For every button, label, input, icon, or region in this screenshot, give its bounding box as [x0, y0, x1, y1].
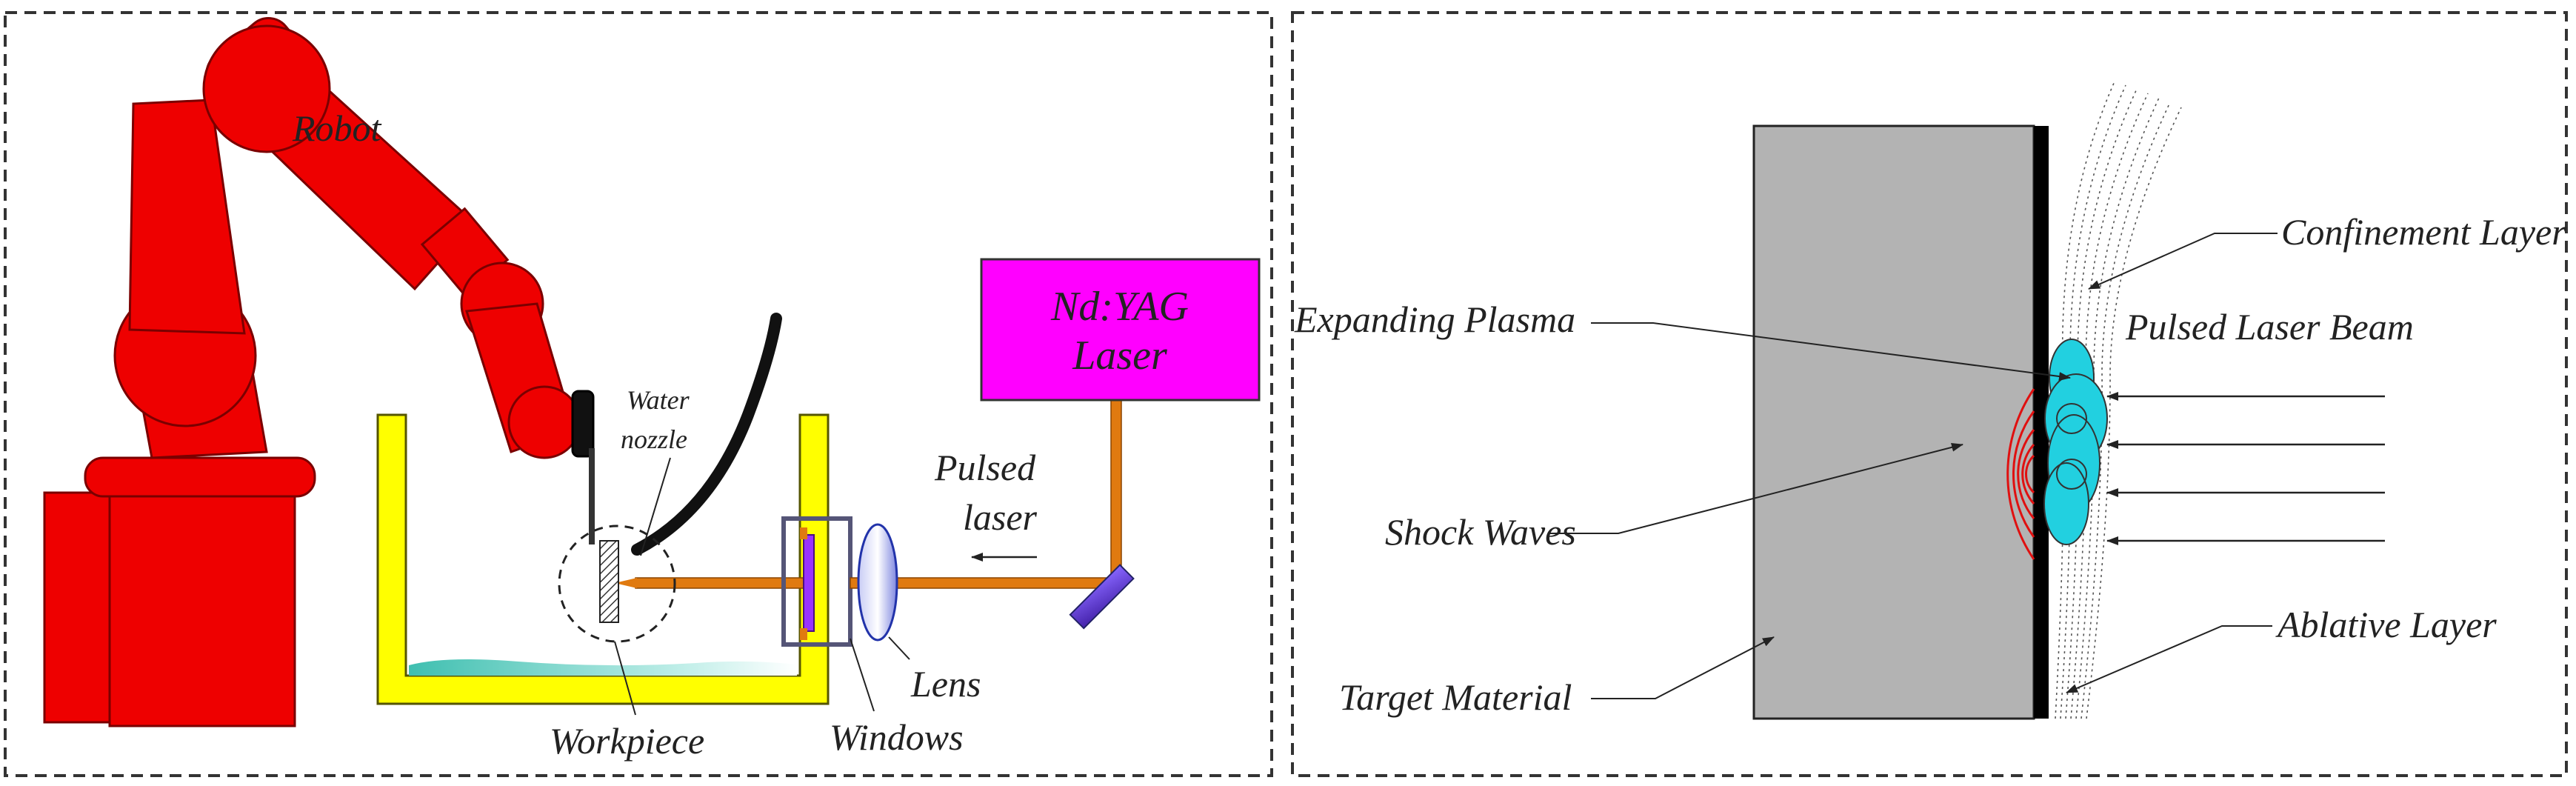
ablative-layer-label: Ablative Layer [2275, 604, 2497, 645]
shock-waves [2006, 388, 2035, 560]
workpiece-leader [614, 641, 636, 716]
water-nozzle-label-line1: Water [627, 385, 690, 415]
water-tank [376, 413, 830, 705]
expanding-plasma-label: Expanding Plasma [1294, 299, 1575, 340]
target-material [1752, 124, 2035, 720]
beam-tip [615, 578, 637, 588]
laser-source-box [980, 258, 1261, 402]
target-material-label: Target Material [1339, 676, 1572, 718]
laser-label-line1: Nd:YAG [1050, 284, 1189, 330]
ablative-layer [2034, 126, 2049, 719]
shock-waves-leader [1548, 442, 1963, 534]
robot-label: Robot [292, 107, 382, 149]
robot-elbow-joint [202, 24, 331, 153]
lens-label: Lens [910, 663, 981, 705]
beam-from-laser [1110, 399, 1122, 589]
left-panel-border [4, 11, 1273, 777]
laser-label-line2: Laser [1072, 333, 1167, 379]
robot-arm [43, 17, 595, 727]
window-glass [803, 534, 815, 632]
confinement-layer [2055, 81, 2182, 719]
water-nozzle [631, 313, 782, 556]
workpiece-label: Workpiece [550, 720, 704, 762]
left-panel: Robot Nd:YAG Laser Pulsed la [4, 11, 1273, 777]
windows-label: Windows [830, 716, 964, 758]
pulsed-laser-beam-label: Pulsed Laser Beam [2125, 306, 2414, 347]
windows-leader [850, 638, 875, 712]
lens [857, 523, 898, 642]
mirror [1069, 564, 1135, 630]
right-panel: Confinement Layer Expanding Plasma Pulse… [1291, 11, 2568, 777]
confinement-layer-label: Confinement Layer [2281, 211, 2566, 253]
ablative-layer-leader [2066, 625, 2272, 693]
robot-tool-flange [571, 390, 595, 458]
shock-waves-label: Shock Waves [1385, 511, 1576, 553]
right-panel-border [1291, 11, 2568, 777]
beam-inside-tank [635, 577, 807, 589]
expanding-plasma-leader [1591, 322, 2071, 381]
water-nozzle-leader [640, 457, 671, 556]
confinement-layer-leader [2088, 233, 2278, 290]
target-material-leader [1591, 636, 1775, 699]
expanding-plasma [2043, 339, 2108, 545]
robot-tool-joint [507, 385, 581, 459]
workpiece-holder [589, 448, 595, 544]
workpiece-detail-circle [558, 524, 676, 643]
lens-leader [888, 636, 910, 660]
workpiece [599, 540, 619, 623]
water-surface [409, 659, 797, 676]
pulsed-laser-label-line2: laser [963, 496, 1038, 538]
robot-base-plate [84, 456, 316, 498]
robot-base [108, 487, 296, 727]
water-nozzle-label-line2: nozzle [621, 424, 687, 454]
pulsed-laser-label-line1: Pulsed [934, 447, 1036, 488]
pulsed-laser-beam-arrows [2106, 392, 2385, 545]
